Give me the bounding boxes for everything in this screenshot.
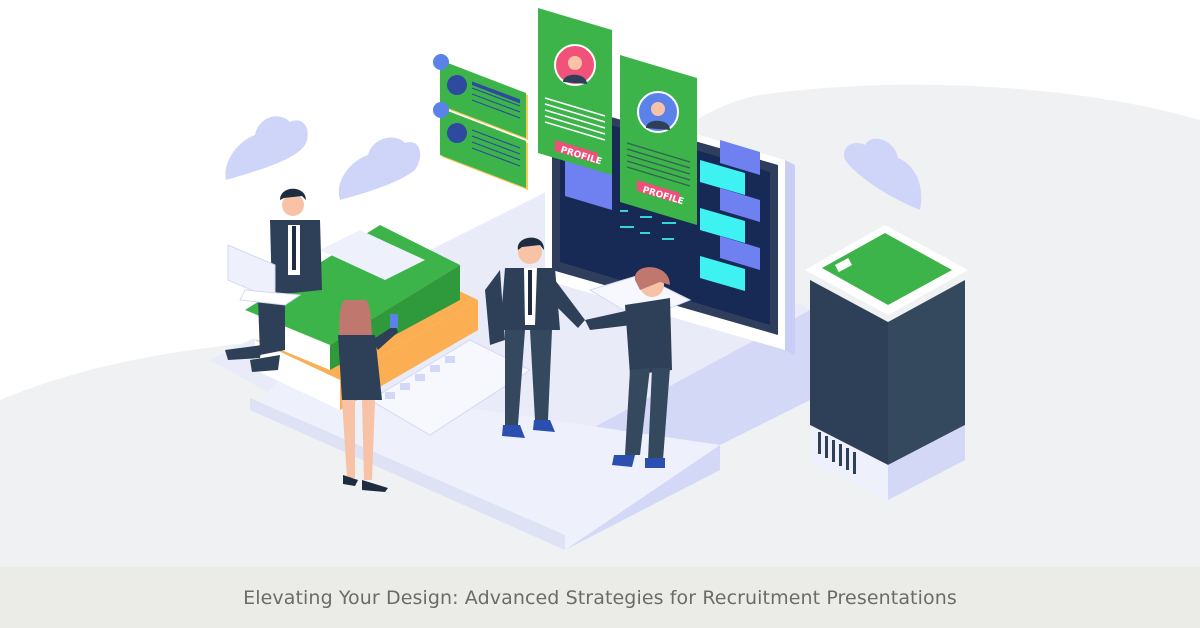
cloud-icon xyxy=(225,116,922,210)
mail-icon xyxy=(433,54,449,70)
mail-icon xyxy=(433,102,449,118)
woman-with-phone xyxy=(338,300,398,492)
chat-list xyxy=(700,140,760,291)
profile-card: PROFILE xyxy=(538,8,612,175)
message-cards xyxy=(433,54,528,190)
man-shaking-hands xyxy=(585,267,672,468)
illustration: PROFILE PROFILE xyxy=(0,8,1200,567)
caption-title: Elevating Your Design: Advanced Strategi… xyxy=(243,586,957,609)
caption-banner: Elevating Your Design: Advanced Strategi… xyxy=(0,567,1200,628)
man-shaking-hands xyxy=(485,237,585,438)
man-with-laptop xyxy=(225,188,322,372)
profile-card: PROFILE xyxy=(620,55,697,225)
office-building xyxy=(805,225,968,500)
resume-sheet xyxy=(369,339,532,436)
